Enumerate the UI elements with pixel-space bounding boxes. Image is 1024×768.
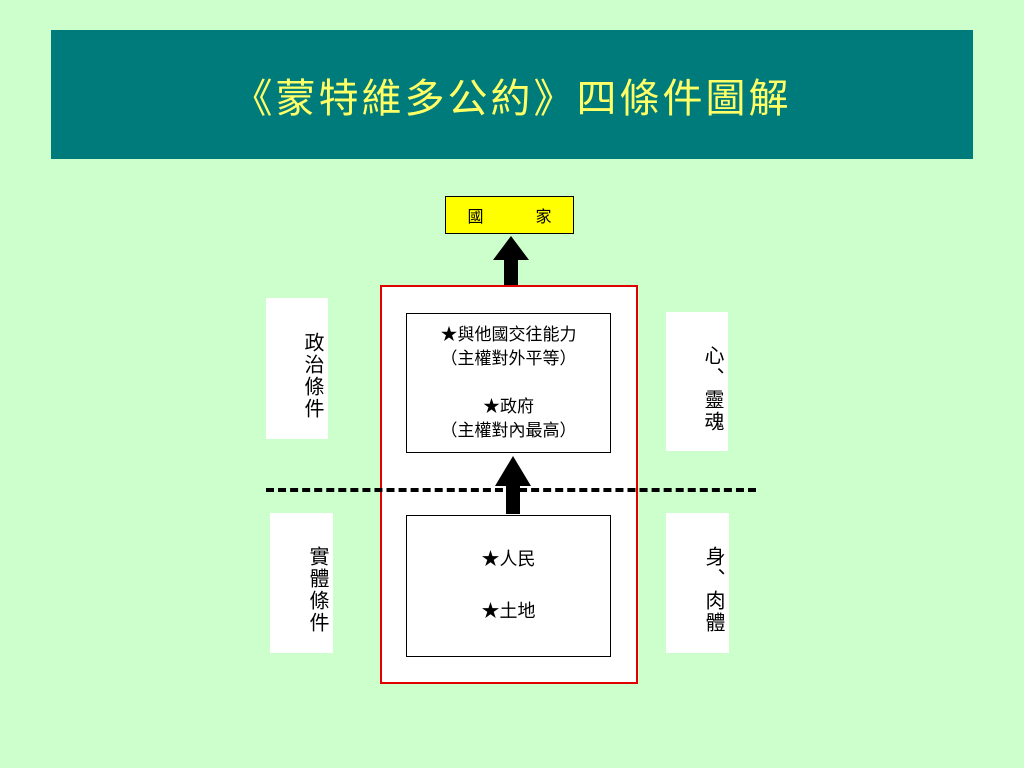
political-conditions-label: 政治條件 <box>266 298 328 439</box>
arrow-up-to-state <box>493 236 529 288</box>
physical-conditions-box: ★人民 ★土地 <box>406 515 611 657</box>
condition-government: ★政府 <box>483 397 534 417</box>
mind-soul-label: 心、靈魂 <box>666 312 728 451</box>
state-box: 國 家 <box>445 196 574 234</box>
physical-conditions-label: 實體條件 <box>270 513 333 653</box>
condition-people: ★人民 <box>481 549 536 570</box>
state-label: 國 家 <box>467 207 570 226</box>
title-banner: 《蒙特維多公約》四條件圖解 <box>51 30 973 159</box>
condition-government-note: （主權對內最高） <box>440 421 577 441</box>
condition-foreign-relations-note: （主權對外平等） <box>440 349 577 369</box>
condition-territory: ★土地 <box>481 601 536 622</box>
arrow-up-to-political <box>495 456 531 514</box>
political-conditions-box: ★與他國交往能力 （主權對外平等） ★政府 （主權對內最高） <box>406 313 611 453</box>
page-title: 《蒙特維多公約》四條件圖解 <box>232 75 792 122</box>
condition-foreign-relations: ★與他國交往能力 <box>440 325 577 345</box>
body-flesh-label: 身、肉體 <box>666 513 729 653</box>
